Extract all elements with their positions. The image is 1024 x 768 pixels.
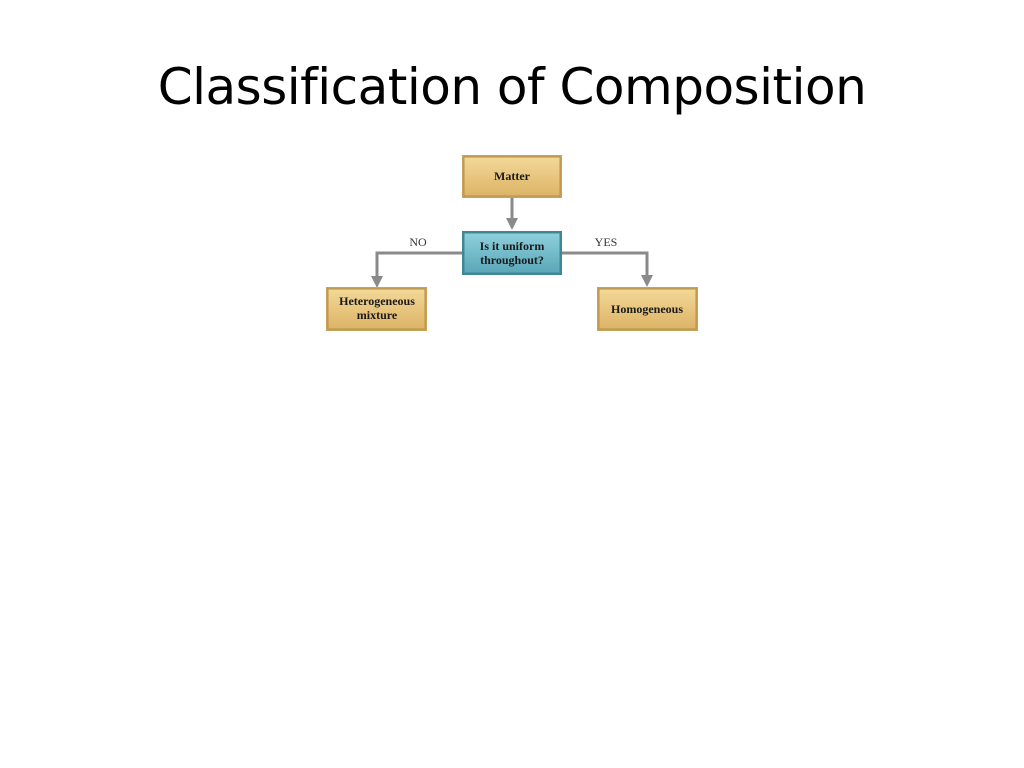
node-question-line-1: Is it uniform (480, 239, 545, 253)
branch-label-yes: YES (595, 235, 618, 249)
node-heterogeneous-line-2: mixture (357, 308, 398, 322)
node-heterogeneous: Heterogeneous mixture (326, 287, 427, 331)
slide-title: Classification of Composition (157, 58, 867, 116)
connector-yes-branch (562, 251, 649, 276)
node-heterogeneous-line-1: Heterogeneous (339, 294, 415, 308)
arrow-no-branch (371, 276, 383, 288)
arrow-matter-question (506, 218, 518, 230)
node-matter: Matter (462, 155, 562, 198)
node-homogeneous: Homogeneous (597, 287, 698, 331)
node-question-line-2: throughout? (480, 253, 544, 267)
node-question: Is it uniform throughout? (462, 231, 562, 275)
arrow-yes-branch (641, 275, 653, 287)
branch-label-no: NO (409, 235, 427, 249)
connector-no-branch (375, 251, 462, 278)
connectors (371, 198, 653, 288)
node-homogeneous-line-1: Homogeneous (611, 302, 683, 316)
node-matter-line-1: Matter (494, 169, 531, 183)
